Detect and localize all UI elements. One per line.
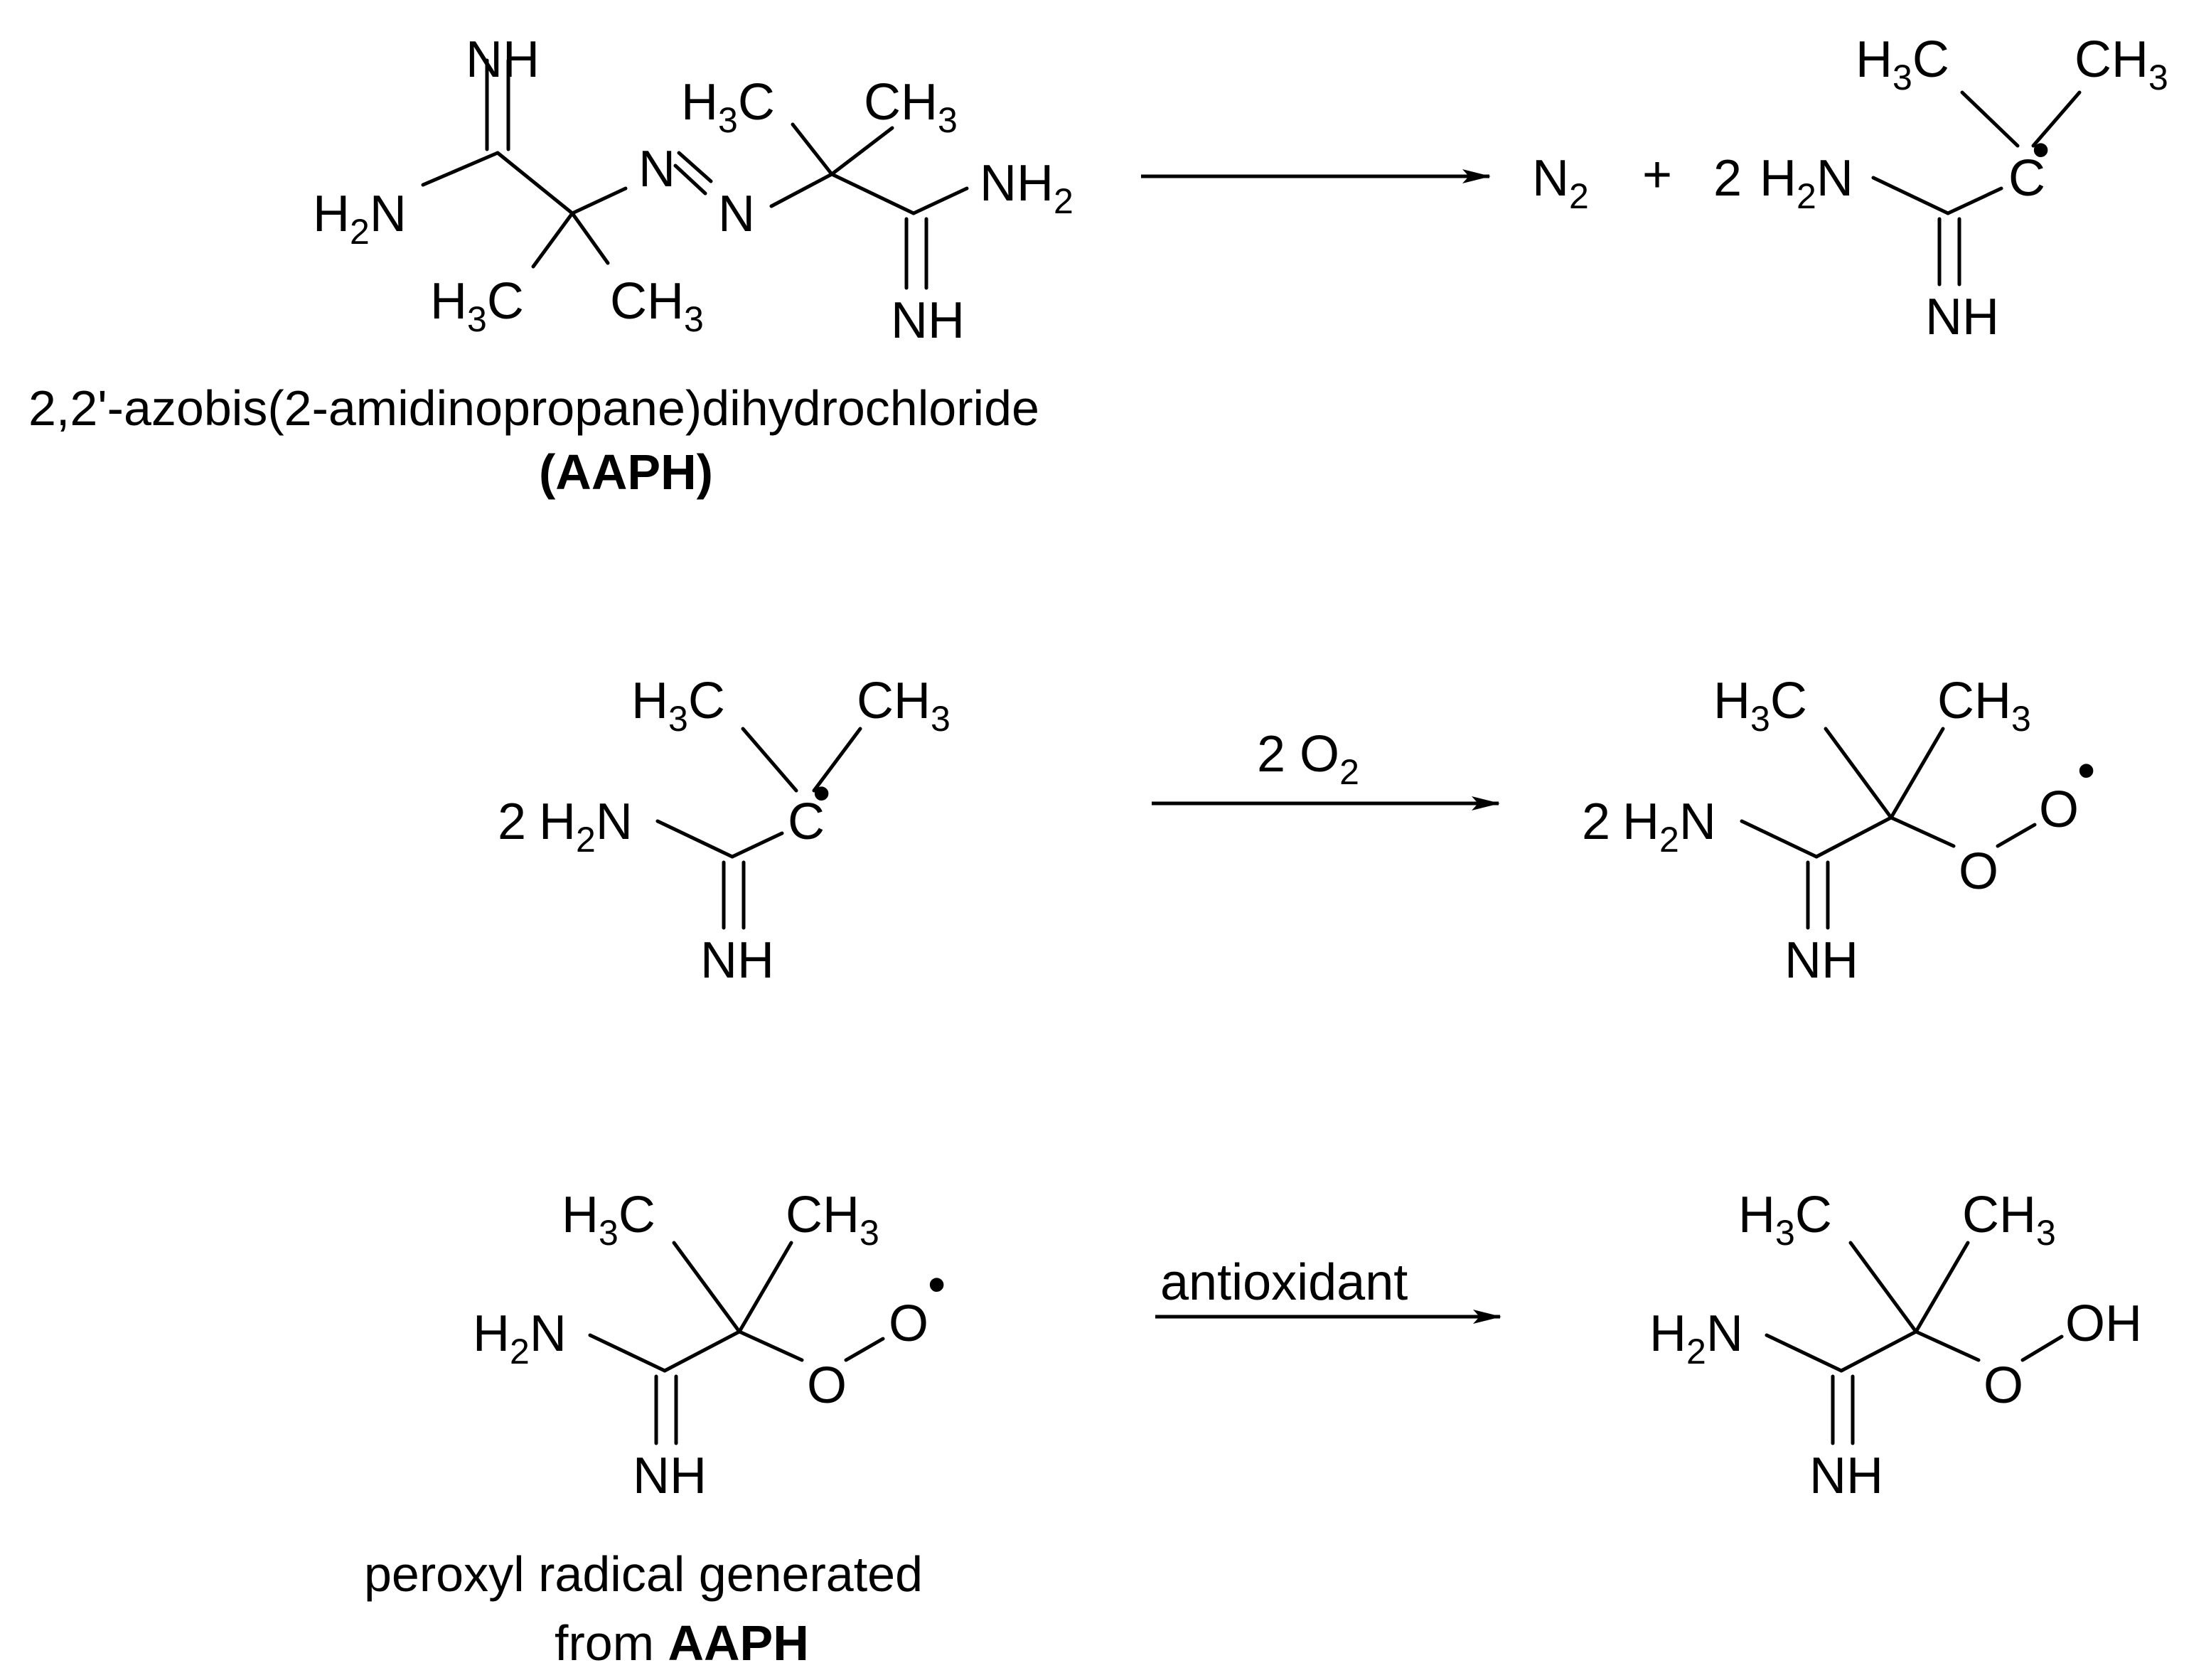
atom-label: H3C (562, 1187, 655, 1253)
bond (791, 122, 834, 176)
peroxyl-caption-line1: peroxyl radical generated (364, 1546, 923, 1602)
bond (1946, 186, 2003, 215)
aaph-name-caption: 2,2'-azobis(2-amidinopropane)dihydrochlo… (28, 380, 1039, 436)
atom-label: N (638, 141, 675, 198)
atom-label: H2N (473, 1305, 567, 1371)
bond (655, 819, 734, 859)
atom-label: H2N (313, 186, 407, 252)
bond (730, 831, 784, 859)
atom-label: CH3 (786, 1187, 879, 1253)
atom-label: NH2 (980, 155, 1074, 221)
atom-label: H3C (631, 673, 725, 739)
atom-label: C (2008, 150, 2045, 207)
atom-label: O (889, 1295, 928, 1352)
bond (570, 186, 628, 215)
bond (1814, 815, 1893, 859)
bond (2031, 90, 2082, 148)
aaph-molecule: NH H2N H3C CH3 N N H3C CH3 NH2 NH (313, 31, 1074, 349)
peroxyl-caption-line2: from AAPH (555, 1615, 809, 1671)
bond (677, 151, 713, 183)
atom-label: CH3 (1962, 1187, 2056, 1253)
reagent-label: antioxidant (1160, 1254, 1408, 1311)
bond (812, 727, 862, 793)
atom-label: CH3 (857, 673, 951, 739)
atom-label: NH (891, 292, 965, 349)
atom-label: H2N (1649, 1305, 1743, 1371)
bond (844, 1337, 885, 1362)
atom-label: C (788, 793, 825, 850)
bond (911, 186, 969, 215)
atom-label: CH3 (2075, 31, 2168, 97)
bond (1914, 1241, 1970, 1334)
bond (1871, 176, 1950, 215)
atom-label: O (1959, 843, 1998, 900)
bond (1839, 1329, 1918, 1373)
atom-label: H3C (1738, 1187, 1832, 1253)
atom-label: O (1984, 1357, 2023, 1414)
bond (1824, 727, 1893, 820)
atom-label: NH (700, 932, 774, 989)
peroxyl-radical-reactant: H2N O O • H3C CH3 NH (473, 1187, 946, 1504)
bond (1765, 1333, 1843, 1373)
radical-dot: • (813, 765, 830, 822)
bond (1914, 1329, 1981, 1362)
bond (1996, 823, 2037, 848)
bond (741, 727, 798, 793)
atom-label: NH (1925, 289, 1999, 346)
atom-label: H3C (430, 273, 524, 339)
stoichiometric-coefficient: 2 (1713, 150, 1742, 207)
atom-label: NH (466, 31, 540, 88)
atom-label: H3C (1713, 673, 1807, 739)
radical-dot: • (2032, 122, 2050, 178)
atom-label: H2N (1760, 150, 1853, 216)
bond (672, 1241, 742, 1334)
bond (737, 1329, 804, 1362)
atom-label: O (807, 1357, 847, 1414)
radical-dot: • (928, 1256, 946, 1313)
hydroperoxide-product: H2N O OH H3C CH3 NH (1649, 1187, 2142, 1504)
plus-sign: + (1642, 146, 1672, 203)
atom-label: CH3 (1937, 673, 2031, 739)
atom-label: NH (633, 1448, 707, 1504)
bond (830, 126, 894, 176)
atom-label: H3C (681, 74, 775, 140)
radical-dot: • (2077, 742, 2095, 799)
bond (1889, 727, 1945, 820)
bond (1848, 1241, 1918, 1334)
atom-label: O (2039, 781, 2079, 838)
bond (663, 1329, 742, 1373)
atom-label: N (718, 186, 755, 242)
atom-label: CH3 (864, 74, 958, 140)
stoichiometric-coefficient: 2 (1582, 793, 1610, 850)
amidinopropyl-radical-reactant: 2 H2N C • H3C CH3 NH (498, 673, 951, 989)
aaph-abbreviation: (AAPH) (539, 444, 713, 500)
atom-label: NH (1809, 1448, 1883, 1504)
reagent-label: 2 O2 (1257, 726, 1359, 792)
bond (1889, 815, 1956, 848)
bond (673, 164, 707, 196)
amidinopropyl-radical-product: 2 H2N C • H3C CH3 NH (1713, 31, 2168, 346)
atom-label: H2N (1622, 793, 1716, 860)
bond (531, 211, 574, 269)
atom-label: H2N (539, 793, 633, 860)
atom-label: H3C (1856, 31, 1949, 97)
bond (737, 1241, 793, 1334)
stoichiometric-coefficient: 2 (498, 793, 526, 850)
bond (830, 172, 916, 215)
bond (769, 172, 834, 208)
bond (1960, 90, 2020, 148)
bond (1740, 819, 1819, 859)
peroxyl-radical-product: 2 H2N O O • H3C CH3 NH (1582, 673, 2095, 989)
atom-label: OH (2065, 1295, 2142, 1352)
atom-label: NH (1784, 932, 1858, 989)
bond (421, 151, 500, 187)
bond (496, 151, 574, 215)
bond (570, 211, 610, 265)
atom-label: CH3 (610, 273, 704, 339)
nitrogen-product: N2 (1532, 150, 1589, 216)
bond (2020, 1334, 2064, 1362)
bond (588, 1333, 667, 1373)
